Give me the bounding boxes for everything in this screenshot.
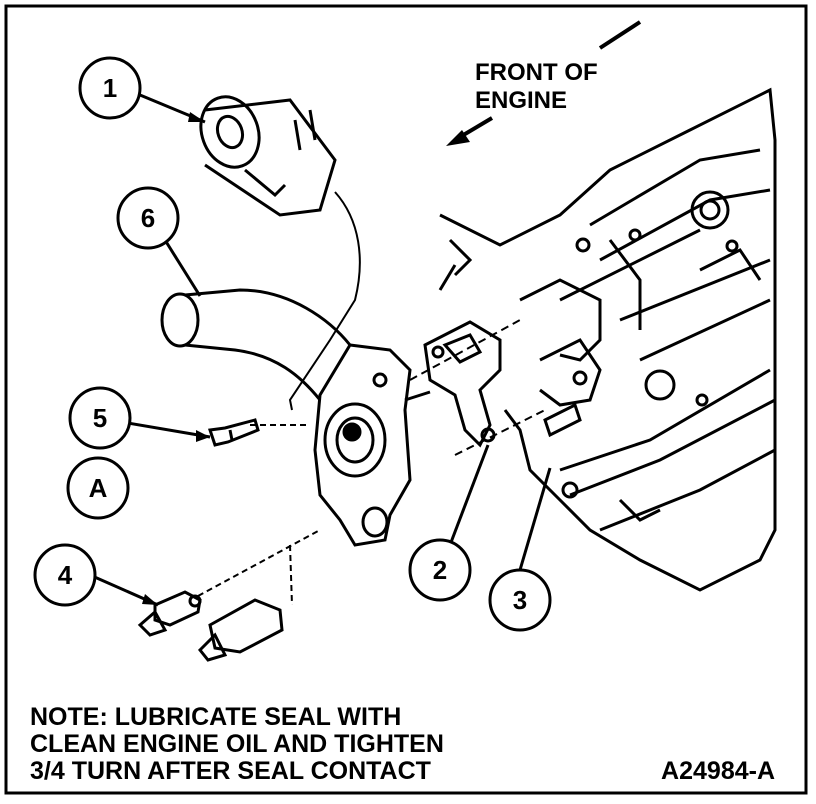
callout-a: A bbox=[66, 456, 130, 520]
note-line-3: 3/4 TURN AFTER SEAL CONTACT bbox=[30, 757, 431, 785]
callout-3-label: 3 bbox=[513, 585, 527, 615]
diagram-border bbox=[4, 4, 808, 795]
front-of-engine-indicator: FRONT OF ENGINE bbox=[446, 20, 642, 146]
oil-pressure-sending-unit bbox=[137, 590, 284, 662]
callout-5-label: 5 bbox=[93, 403, 107, 433]
note-line-2: CLEAN ENGINE OIL AND TIGHTEN bbox=[30, 730, 444, 758]
oil-filter-adapter bbox=[313, 343, 431, 547]
note-block: NOTE: LUBRICATE SEAL WITH CLEAN ENGINE O… bbox=[30, 703, 444, 785]
callout-1-label: 1 bbox=[103, 73, 117, 103]
callout-2-label: 2 bbox=[433, 555, 447, 585]
callout-4: 4 bbox=[33, 543, 97, 607]
callout-3: 3 bbox=[488, 568, 552, 632]
figure-id: A24984-A bbox=[661, 757, 775, 785]
engine-block bbox=[438, 87, 777, 592]
callout-5: 5 bbox=[68, 386, 132, 450]
note-line-1: NOTE: LUBRICATE SEAL WITH bbox=[30, 703, 401, 731]
callout-1: 1 bbox=[78, 56, 142, 120]
bolt bbox=[208, 418, 260, 447]
callout-6: 6 bbox=[116, 186, 180, 250]
gasket bbox=[423, 320, 502, 448]
callout-a-label: A bbox=[89, 473, 108, 503]
front-of-engine-label-line2: ENGINE bbox=[475, 87, 567, 114]
callout-2: 2 bbox=[408, 538, 472, 602]
oil-filter bbox=[199, 95, 337, 217]
front-of-engine-label-line1: FRONT OF bbox=[475, 59, 598, 86]
leader-lines bbox=[89, 93, 552, 607]
callout-6-label: 6 bbox=[141, 203, 155, 233]
callout-4-label: 4 bbox=[58, 560, 73, 590]
installation-guide-lines bbox=[197, 191, 546, 606]
hose bbox=[160, 288, 352, 401]
leader-arrowheads bbox=[142, 112, 210, 605]
